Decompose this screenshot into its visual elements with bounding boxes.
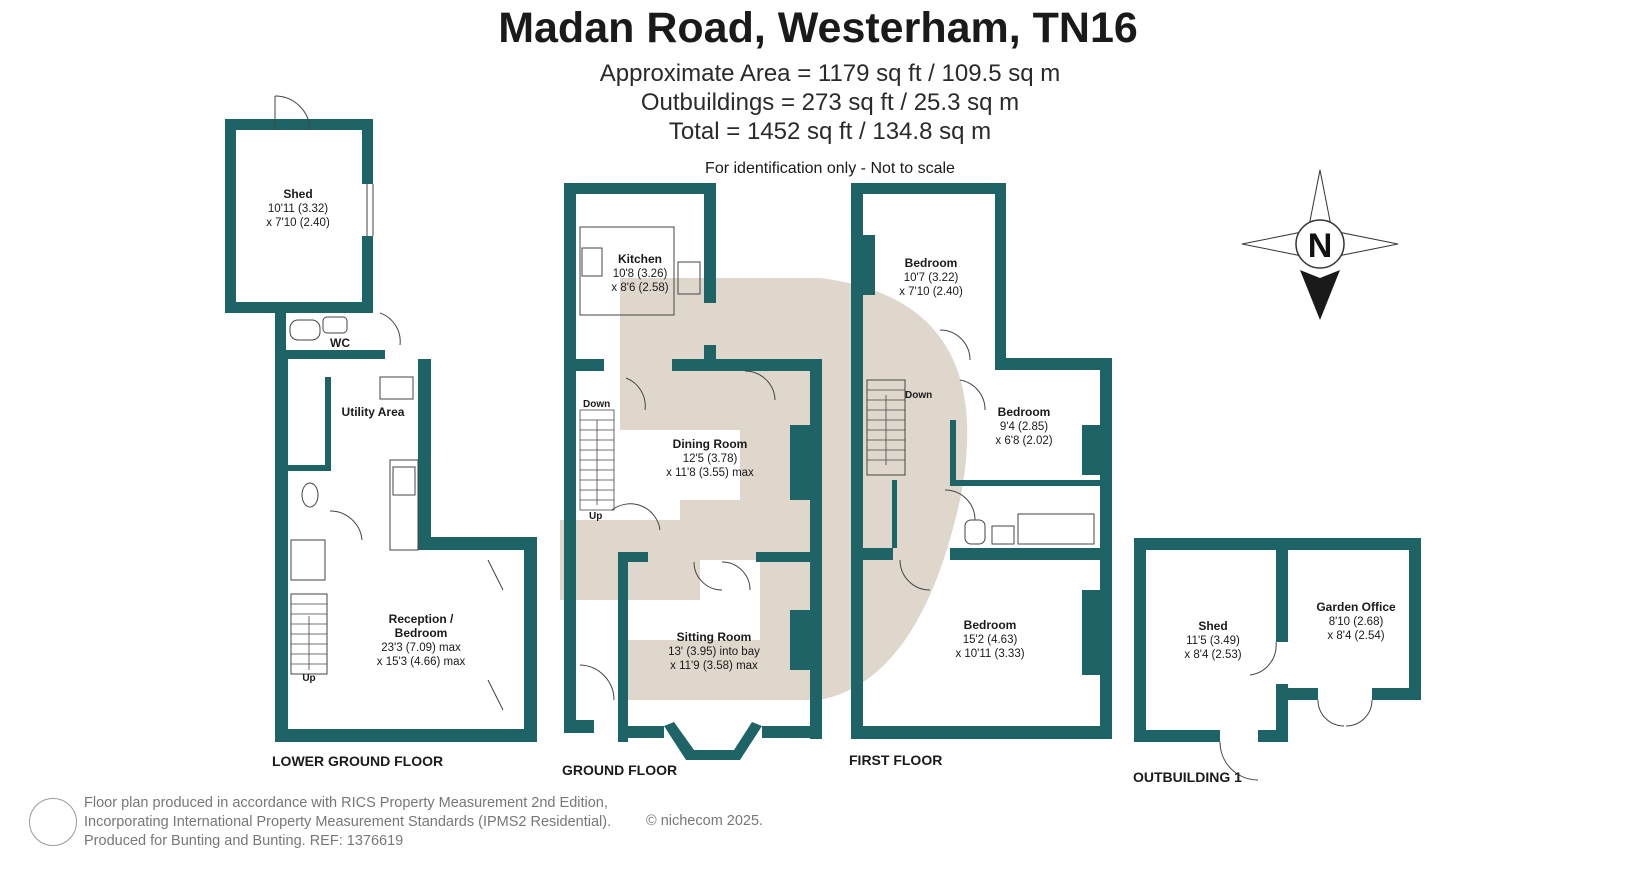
bedroom-1-dim2: x 7'10 (2.40): [899, 286, 963, 298]
outbuilding-label: OUTBUILDING 1: [1133, 769, 1242, 785]
gf-stairs-up-label: Up: [589, 511, 602, 522]
outbuilding-shed-name: Shed: [1198, 619, 1227, 633]
outbuilding-shed-dim2: x 8'4 (2.53): [1184, 649, 1241, 661]
page-title: Madan Road, Westerham, TN16: [498, 4, 1138, 52]
dining-room-dim1: 12'5 (3.78): [683, 453, 738, 465]
outbuilding-plan: [1134, 538, 1421, 742]
footer-line-2: Incorporating International Property Mea…: [84, 814, 612, 830]
scale-note: For identification only - Not to scale: [705, 160, 955, 177]
bedroom-1-dim1: 10'7 (3.22): [904, 272, 959, 284]
outbuilding-shed-dim1: 11'5 (3.49): [1186, 635, 1240, 647]
kitchen-dim2: x 8'6 (2.58): [611, 282, 668, 294]
first-floor-fixtures: [866, 329, 1095, 591]
lower-ground-floor-plan: [225, 119, 537, 742]
bedroom-2-name: Bedroom: [998, 405, 1051, 419]
footer-line-1: Floor plan produced in accordance with R…: [84, 795, 608, 811]
outbuildings-area: Outbuildings = 273 sq ft / 25.3 sq m: [640, 89, 1020, 116]
first-floor-stairs: [867, 389, 905, 465]
kitchen-name: Kitchen: [618, 252, 662, 266]
bedroom-2-dim2: x 6'8 (2.02): [995, 435, 1052, 447]
ff-stairs-down-label: Down: [905, 390, 932, 401]
reception-name-line1: Reception /: [389, 612, 454, 626]
kitchen-dim1: 10'8 (3.26): [613, 268, 668, 280]
ground-floor-plan: [564, 183, 822, 760]
bedroom-3-dim1: 15'2 (4.63): [963, 634, 1018, 646]
compass-north-letter: N: [1308, 227, 1333, 265]
info-icon: [29, 798, 77, 846]
approximate-area: Approximate Area = 1179 sq ft / 109.5 sq…: [599, 60, 1061, 87]
sitting-room-dim2: x 11'9 (3.58) max: [670, 660, 758, 672]
lg-shed-name: Shed: [283, 187, 312, 201]
outbuilding-fixtures: [1219, 641, 1373, 781]
ground-floor-fixtures: [579, 226, 776, 701]
copyright-notice: © nichecom 2025.: [646, 813, 764, 829]
lg-stairs-up-label: Up: [302, 673, 315, 684]
ground-floor-label: GROUND FLOOR: [562, 762, 677, 778]
garden-office-name: Garden Office: [1316, 600, 1396, 614]
dining-room-dim2: x 11'8 (3.55) max: [666, 467, 754, 479]
dining-room-name: Dining Room: [673, 437, 748, 451]
compass-icon: N: [1241, 169, 1399, 320]
reception-dim2: x 15'3 (4.66) max: [377, 656, 466, 668]
bedroom-3-name: Bedroom: [964, 618, 1017, 632]
reception-name-line2: Bedroom: [395, 626, 448, 640]
lg-shed-dim2: x 7'10 (2.40): [266, 217, 330, 229]
ground-floor-stairs: [579, 409, 615, 511]
garden-office-dim2: x 8'4 (2.54): [1327, 630, 1384, 642]
lg-shed-dim1: 10'11 (3.32): [268, 203, 328, 215]
bedroom-1-name: Bedroom: [905, 256, 958, 270]
lower-ground-fixtures: [274, 95, 504, 711]
sitting-room-name: Sitting Room: [677, 630, 752, 644]
footer-line-3: Produced for Bunting and Bunting. REF: 1…: [84, 833, 404, 849]
lower-ground-stairs: [291, 603, 327, 670]
reception-dim1: 23'3 (7.09) max: [381, 642, 461, 654]
gf-stairs-down-label: Down: [583, 399, 610, 410]
bedroom-3-dim2: x 10'11 (3.33): [955, 648, 1024, 660]
footer-notes: Floor plan produced in accordance with R…: [84, 794, 611, 851]
lower-ground-floor-label: LOWER GROUND FLOOR: [272, 753, 443, 769]
first-floor-plan: [851, 183, 1112, 739]
first-floor-label: FIRST FLOOR: [849, 752, 942, 768]
total-area: Total = 1452 sq ft / 134.8 sq m: [668, 118, 992, 145]
sitting-room-dim1: 13' (3.95) into bay: [668, 646, 760, 658]
garden-office-dim1: 8'10 (2.68): [1329, 616, 1384, 628]
utility-area-name: Utility Area: [342, 405, 405, 419]
wc-name: WC: [330, 336, 350, 350]
bedroom-2-dim1: 9'4 (2.85): [1000, 421, 1048, 433]
